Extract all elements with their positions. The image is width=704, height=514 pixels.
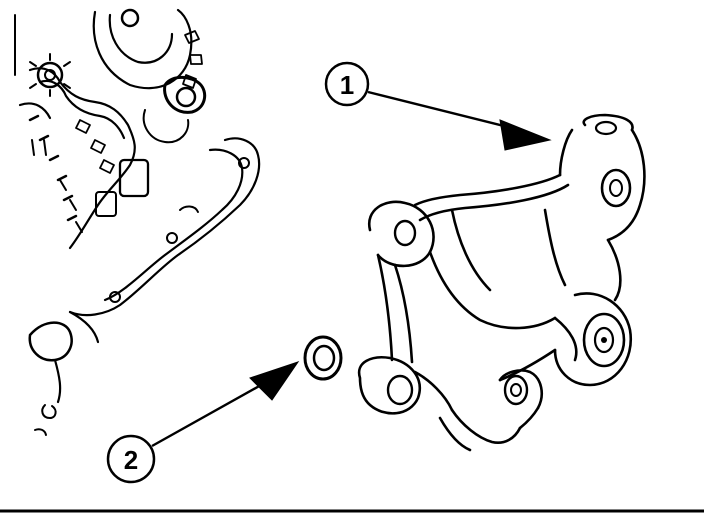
mounting-bracket-icon: [357, 113, 646, 452]
callout-1-circle: [324, 61, 370, 107]
callout-1-arrowhead: [499, 119, 552, 151]
callout-1-label: 1: [340, 70, 354, 100]
callout-2-arrowhead: [249, 361, 300, 401]
callout-1-leader: [367, 90, 521, 132]
callout-2: 2: [106, 361, 300, 484]
callout-1: 1: [324, 61, 552, 151]
timing-chain-icon: [14, 8, 261, 436]
callout-2-circle: [106, 434, 156, 484]
callout-2-label: 2: [124, 445, 138, 475]
washer-icon: [303, 335, 343, 381]
callout-2-leader: [151, 378, 271, 448]
